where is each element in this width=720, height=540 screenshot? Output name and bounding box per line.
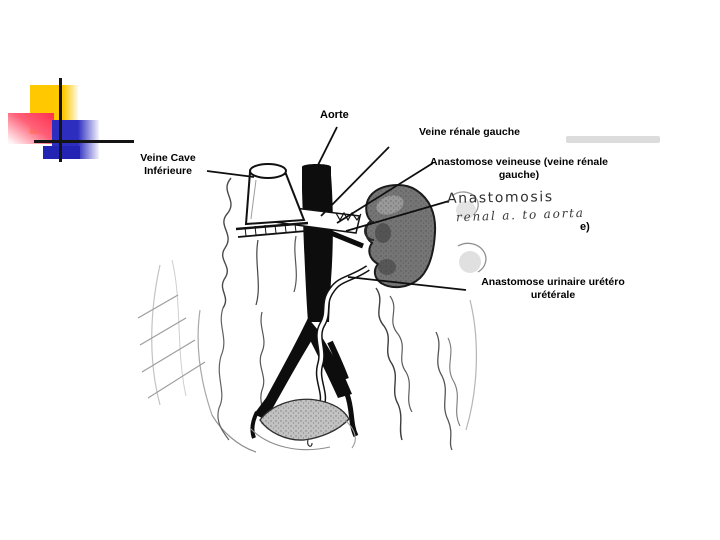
leader-lines — [206, 126, 467, 291]
handwritten-anastomosis-label: Anastomosis — [446, 189, 554, 207]
label-urinary-anastomosis: Anastomose urinaire urétéro urétérale — [455, 276, 651, 301]
label-partial-covered: e) — [580, 221, 590, 233]
label-inferior-vena-cava-line2: Inférieure — [144, 164, 192, 177]
label-aorta: Aorte — [320, 109, 349, 121]
leader-arterial-anastomosis — [345, 200, 450, 232]
logo-vertical-line — [59, 78, 62, 162]
leader-left-renal-vein — [320, 146, 390, 217]
logo-horizontal-line — [34, 140, 134, 143]
renal-artery — [330, 230, 364, 249]
label-venous-anastomosis: Anastomose veineuse (veine rénale gauche… — [413, 156, 625, 181]
label-inferior-vena-cava-line1: Veine Cave — [140, 152, 196, 164]
label-left-renal-vein: Veine rénale gauche — [419, 126, 520, 138]
right-wavy-lines — [375, 287, 461, 451]
leader-urinary-anastomosis — [347, 276, 467, 291]
label-inferior-vena-cava: Veine Cave Inférieure — [133, 152, 203, 177]
left-wavy-lines — [137, 177, 265, 441]
bladder — [249, 398, 356, 451]
vena-cava — [235, 163, 309, 306]
leader-aorta — [315, 126, 338, 170]
tissue-outline-lines — [151, 191, 487, 453]
label-urinary-anastomosis-line1: Anastomose urinaire urétéro — [481, 276, 625, 288]
kidney — [364, 184, 437, 289]
ureter — [315, 265, 370, 406]
label-urinary-anastomosis-line2: urétérale — [530, 288, 576, 301]
label-venous-anastomosis-line2: gauche) — [498, 168, 540, 181]
leader-venous-anastomosis — [336, 162, 434, 224]
covered-label-smudge — [566, 136, 660, 143]
label-venous-anastomosis-line1: Anastomose veineuse (veine rénale — [430, 156, 608, 168]
leader-vena-cava — [206, 170, 255, 178]
logo-pink-square — [8, 113, 54, 144]
